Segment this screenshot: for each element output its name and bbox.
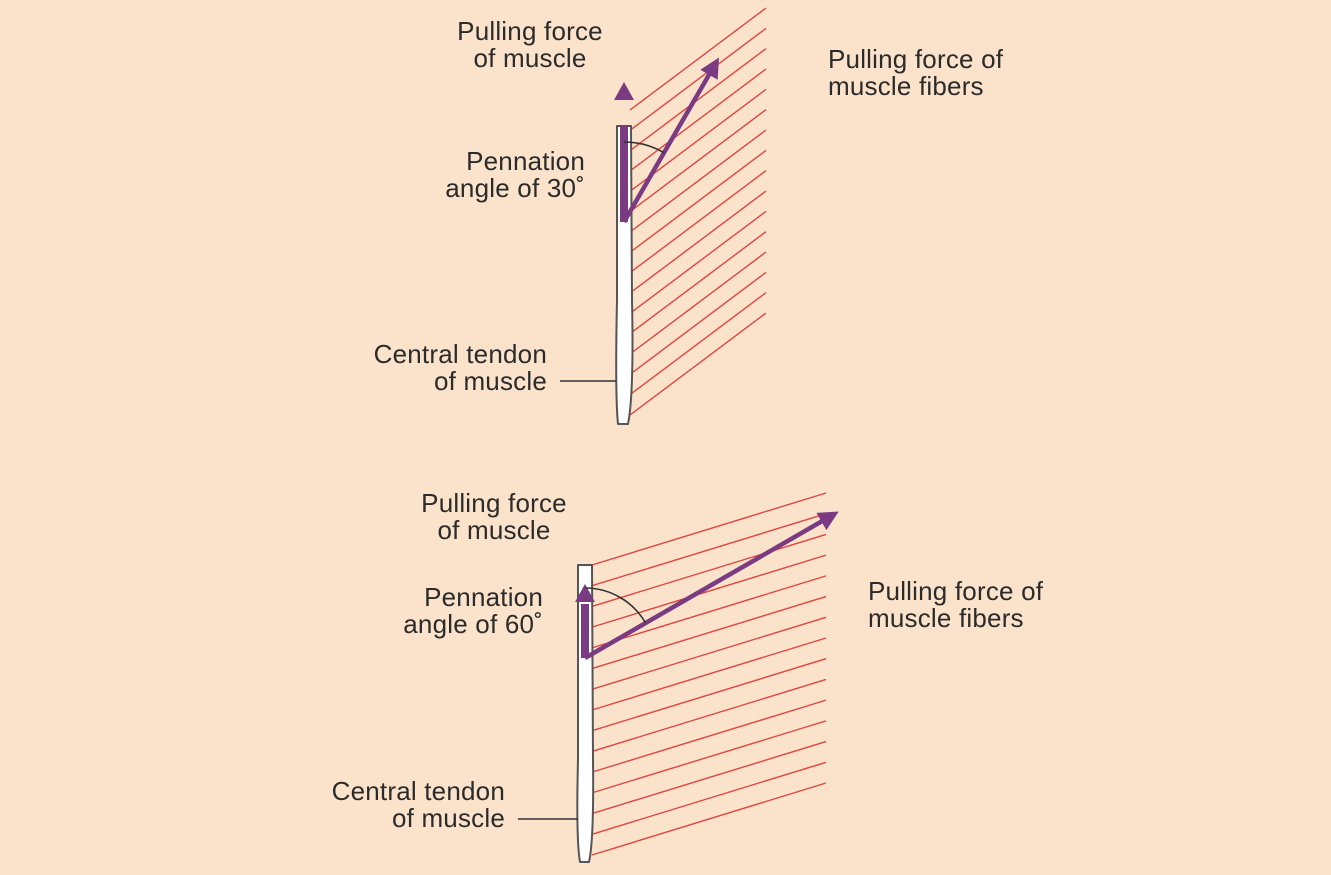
label-line: of muscle <box>437 515 551 545</box>
label-muscle-force-60: Pulling force of muscle <box>368 490 620 544</box>
muscle-fiber-line <box>591 595 827 670</box>
muscle-fiber-line <box>629 48 767 152</box>
muscle-fiber-line <box>629 271 767 375</box>
label-muscle-force-30: Pulling force of muscle <box>410 18 650 72</box>
label-line: Pulling force <box>421 488 567 518</box>
muscle-fibers <box>591 492 827 856</box>
muscle-fiber-line <box>591 492 827 566</box>
label-line: Pennation <box>466 146 585 176</box>
muscle-fiber-line <box>629 149 767 253</box>
muscle-fiber-line <box>591 637 827 711</box>
label-line: Pulling force of <box>868 576 1044 606</box>
diagram-pennation-60 <box>518 492 839 863</box>
label-line: Pennation <box>424 582 543 612</box>
muscle-fiber-line <box>591 699 827 773</box>
muscle-fiber-line <box>591 761 827 835</box>
label-line: of muscle <box>391 803 505 833</box>
muscle-fiber-line <box>591 533 827 608</box>
muscle-fiber-line <box>591 575 827 649</box>
label-line: of muscle <box>433 366 547 396</box>
muscle-fiber-line <box>591 740 827 815</box>
label-line: muscle fibers <box>828 71 984 101</box>
label-central-tendon-60: Central tendon of muscle <box>208 778 505 832</box>
label-line: of muscle <box>473 43 587 73</box>
label-pennation-angle-30: Pennation angle of 30˚ <box>340 148 585 202</box>
muscle-fiber-line <box>629 7 767 111</box>
label-line: Central tendon <box>373 339 547 369</box>
muscle-fiber-line <box>629 190 767 294</box>
muscle-fiber-line <box>629 312 767 416</box>
muscle-fiber-line <box>629 129 767 233</box>
muscle-fiber-line <box>591 678 827 753</box>
fiber-force-arrowhead <box>816 511 839 531</box>
muscle-fiber-line <box>629 109 767 213</box>
pennation-angle-arc <box>584 587 647 624</box>
label-line: Pulling force of <box>828 44 1004 74</box>
label-central-tendon-30: Central tendon of muscle <box>250 341 547 395</box>
muscle-fiber-line <box>629 68 767 172</box>
muscle-fiber-line <box>591 616 827 690</box>
muscle-fiber-line <box>591 720 827 794</box>
label-line: angle of 30˚ <box>445 173 585 203</box>
muscle-force-arrowhead <box>575 584 595 602</box>
label-line: muscle fibers <box>868 603 1024 633</box>
muscle-fiber-line <box>591 658 827 732</box>
fiber-force-vector <box>622 68 714 224</box>
label-line: Pulling force <box>457 16 603 46</box>
muscle-force-shaft <box>620 126 628 222</box>
muscle-force-arrowhead <box>614 82 634 100</box>
diagram-pennation-30 <box>560 7 767 425</box>
fiber-force-arrowhead <box>700 57 719 80</box>
muscle-fiber-line <box>629 251 767 355</box>
muscle-fiber-line <box>591 782 827 856</box>
label-line: Central tendon <box>331 776 505 806</box>
pennation-angle-arc <box>623 141 665 154</box>
label-line: angle of 60˚ <box>403 609 543 639</box>
muscle-fiber-line <box>629 27 767 131</box>
muscle-fiber-line <box>591 513 827 587</box>
fiber-force-vector <box>583 516 828 660</box>
label-fiber-force-60: Pulling force of muscle fibers <box>868 578 1168 632</box>
muscle-fiber-line <box>629 210 767 314</box>
muscle-fiber-line <box>629 292 767 396</box>
muscle-fiber-line <box>629 170 767 274</box>
label-fiber-force-30: Pulling force of muscle fibers <box>828 46 1128 100</box>
label-pennation-angle-60: Pennation angle of 60˚ <box>300 584 543 638</box>
muscle-fiber-line <box>591 554 827 628</box>
muscle-fibers <box>629 7 767 416</box>
muscle-force-shaft <box>581 604 589 658</box>
muscle-fiber-line <box>629 231 767 335</box>
